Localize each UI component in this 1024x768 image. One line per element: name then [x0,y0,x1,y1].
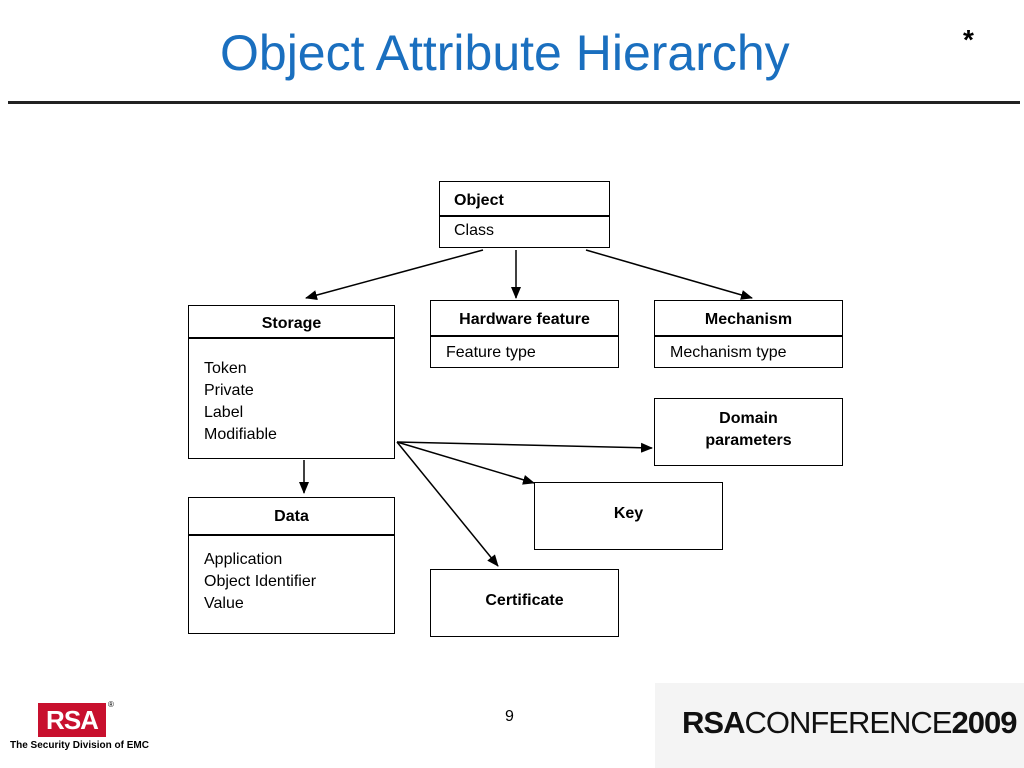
storage-separator [189,337,394,339]
storage-field: Private [204,382,254,399]
title-divider [8,101,1020,104]
domain-parameters-title-line2: parameters [705,432,792,449]
storage-field: Token [204,360,247,377]
data-title: Data [274,508,309,525]
arrow-storage-key [396,441,535,485]
rsa-tagline: The Security Division of EMC [10,740,149,751]
domain-parameters-title-line1: Domain [719,410,778,427]
slide-title: Object Attribute Hierarchy [220,25,790,81]
hardware-feature-separator [431,335,618,337]
data-box: Data Application Object Identifier Value [188,497,395,634]
page-number: 9 [505,708,514,725]
hardware-feature-title: Hardware feature [459,311,590,328]
mechanism-separator [655,335,842,337]
mechanism-title: Mechanism [704,311,793,328]
arrow-storage-certificate [396,441,499,567]
object-title: Object [454,192,504,209]
key-box: Key [534,482,723,550]
object-separator [440,215,609,217]
object-box: Object Class [439,181,610,248]
conference-logo: RSACONFERENCE2009 [682,705,1017,741]
conference-word: CONFERENCE [744,705,952,740]
data-fields: Application Object Identifier Value [204,549,316,615]
storage-field: Label [204,404,244,421]
arrow-object-storage [305,249,484,300]
certificate-title: Certificate [485,592,564,609]
conference-banner [655,683,1024,768]
arrow-storage-domain [396,441,653,453]
arrow-object-mechanism [585,249,753,300]
certificate-box: Certificate [430,569,619,637]
storage-box: Storage Token Private Label Modifiable [188,305,395,459]
mechanism-field: Mechanism type [670,344,787,361]
conference-prefix: RSA [682,705,745,740]
storage-field: Modifiable [204,426,277,443]
domain-parameters-title: Domain parameters [655,408,842,452]
storage-title: Storage [261,315,322,332]
rsa-registered-mark: ® [108,700,114,709]
data-separator [189,534,394,536]
hardware-feature-field: Feature type [446,344,536,361]
domain-parameters-box: Domain parameters [654,398,843,466]
hardware-feature-box: Hardware feature Feature type [430,300,619,368]
rsa-logo: RSA [38,703,106,737]
slide-marker: * [963,24,974,55]
storage-fields: Token Private Label Modifiable [204,358,277,446]
data-field: Value [204,595,244,612]
mechanism-box: Mechanism Mechanism type [654,300,843,368]
data-field: Application [204,551,283,568]
data-field: Object Identifier [204,573,317,590]
object-field: Class [454,222,495,239]
key-title: Key [613,505,644,522]
conference-year: 2009 [951,705,1017,740]
